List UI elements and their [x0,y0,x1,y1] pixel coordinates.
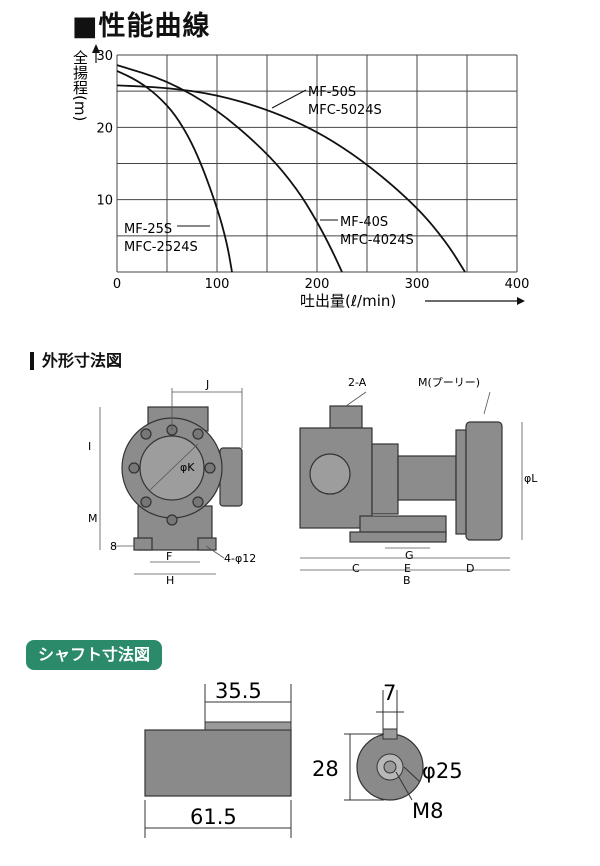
series-labels: MF-25S MFC-2524S MF-40S MFC-4024S MF-50S MFC-… [124,85,414,255]
x-tick-label: 0 [113,277,121,292]
side-label-2a: 2-A [348,376,367,389]
series-label: MFC-5024S [308,103,382,118]
shaft-diameter: φ25 [422,759,463,783]
front-foot-left [133,537,153,551]
series-label: MF-50S [308,85,356,100]
side-label-b: B [403,574,411,587]
side-label-d: D [466,562,474,575]
shaft-key [204,721,292,731]
front-foot-right [197,537,217,551]
front-bolt [166,514,178,526]
shaft-thread: M8 [412,799,443,823]
front-label-h: H [166,574,174,587]
y-axis-arrowhead [92,44,100,53]
shaft-dimension-lines [144,684,292,838]
series-leader-line [271,89,307,109]
front-label-m: M [88,512,98,525]
shaft-end-keyway [382,728,398,740]
side-bearing-housing [397,455,457,501]
side-label-l: φL [524,472,538,485]
y-tick-label: 10 [96,194,113,209]
y-axis-label: 全揚程(m) [71,49,89,121]
curve-series-0 [116,70,233,273]
front-label-8: 8 [110,540,117,553]
front-label-holes: 4-φ12 [224,552,256,565]
side-outlet-neck [329,405,363,429]
front-label-k: φK [180,461,195,474]
performance-curve-title: ■性能曲線 [72,11,211,42]
series-label: MF-40S [340,215,388,230]
chart-curves [116,64,466,273]
front-view [121,406,243,551]
shaft-total-length: 61.5 [190,805,237,829]
front-label-i: I [88,440,91,453]
front-bolt [192,496,204,508]
side-view [299,405,503,543]
side-label-pulley: M(プーリー) [418,376,480,389]
curve-series-2 [116,84,466,273]
series-label: MF-25S [124,222,172,237]
front-bolt [140,428,152,440]
side-pulley-hub [455,429,467,535]
side-base-plate [349,531,447,543]
chart-grid [116,54,518,273]
side-inlet [309,453,351,495]
performance-chart: 0 100 200 300 400 10 20 30 MF-25S MFC-2524S MF-40… [71,44,529,310]
shaft-dimension-drawing: 35.5 61.5 7 28 φ25 M8 [144,679,463,838]
shaft-key-width: 7 [383,681,396,705]
x-tick-label: 400 [505,277,530,292]
side-label-g: G [405,549,414,562]
outline-dimension-title: 外形寸法図 [30,352,122,370]
shaft-body [144,729,292,797]
front-side-boss [219,447,243,507]
front-label-f: F [166,550,172,563]
shaft-dimension-title: シャフト寸法図 [26,640,163,670]
y-tick-label: 20 [96,121,113,136]
front-bolt [204,462,216,474]
shaft-end-thread-core [383,760,397,774]
shaft-height: 28 [312,757,339,781]
chart-ticks: 0 100 200 300 400 10 20 30 [96,49,529,292]
y-tick-label: 30 [96,49,113,64]
x-tick-label: 300 [405,277,430,292]
shaft-end-dimension-lines [344,690,421,801]
front-bolt [192,428,204,440]
x-axis-label: 吐出量(ℓ/min) [300,292,396,310]
x-tick-label: 100 [205,277,230,292]
front-bolt [140,496,152,508]
outline-dimension-drawing: J I M φK 8 F H 4-φ12 2-A M(プーリー) φL C G … [88,376,538,587]
x-axis-arrowhead [517,297,525,305]
front-bolt [128,462,140,474]
series-label: MFC-4024S [340,233,414,248]
shaft-key-length: 35.5 [215,679,262,703]
side-label-c: C [352,562,360,575]
side-pulley [465,421,503,541]
front-label-j: J [205,378,209,391]
series-label: MFC-2524S [124,240,198,255]
x-tick-label: 200 [305,277,330,292]
side-bracket [371,443,399,515]
curve-series-1 [116,64,343,273]
front-dimension-lines [99,388,243,575]
side-dimension-lines [300,391,523,571]
side-label-e: E [404,562,411,575]
